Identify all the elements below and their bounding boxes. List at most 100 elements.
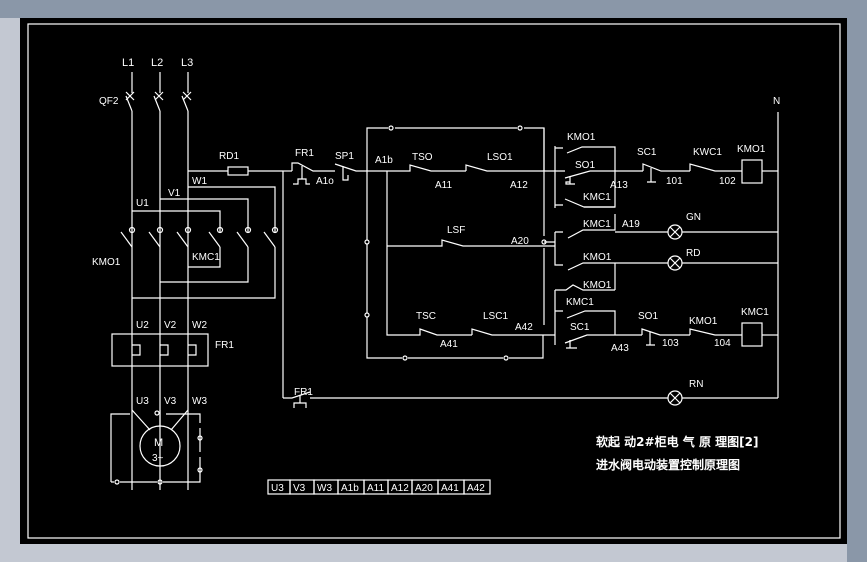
terminal-label: A41	[441, 483, 459, 494]
kmc1-gn-contact	[567, 214, 616, 239]
contactor-label: KMC1	[192, 252, 220, 263]
coil-kmo1	[741, 159, 763, 184]
kmo1-rd-contact	[567, 262, 668, 271]
node-label: U2	[136, 320, 149, 331]
sc1-label: SC1	[637, 147, 657, 158]
coil-kmc1	[741, 322, 763, 347]
lsc1-contact	[471, 328, 555, 336]
kmo1-rd-label: KMO1	[583, 252, 612, 263]
node-label: A11	[435, 180, 452, 191]
terminal-label: A1b	[341, 483, 359, 494]
contactor-label: KMO1	[92, 257, 121, 268]
lso1-contact	[465, 164, 555, 172]
title-line-1: 软起 动2#柜电 气 原 理图[2]	[596, 434, 758, 449]
kmc1-interlock-label: KWC1	[693, 147, 722, 158]
node-label: U3	[136, 396, 149, 407]
terminal-label: A20	[415, 483, 433, 494]
motor-phase-label: 3~	[152, 453, 164, 464]
so1-label: SO1	[575, 160, 595, 171]
tso-contact	[400, 164, 466, 172]
terminal-label: U3	[271, 483, 284, 494]
kmo1-nc-contact	[554, 284, 615, 345]
kmo1-interlock-label: KMO1	[689, 316, 718, 327]
thermal-element	[132, 344, 197, 356]
fuse-rd1-symbol	[227, 166, 249, 176]
phase-wire	[131, 111, 189, 490]
sp1-label: SP1	[335, 151, 354, 162]
schematic: L1 L2 L3 QF2 RD1 W1 V1 U1	[27, 23, 841, 539]
coil-kmc1-label: KMC1	[741, 307, 769, 318]
so1-b-contact	[641, 328, 690, 336]
bypass-wire	[366, 171, 544, 359]
bypass-wire	[366, 127, 545, 171]
node-label: V2	[164, 320, 177, 331]
kmo1-nc-label: KMO1	[583, 280, 612, 291]
kmc1-gn-label: KMC1	[583, 219, 611, 230]
node-label: 104	[714, 338, 731, 349]
terminal-label: W3	[317, 483, 332, 494]
tso-label: TSO	[412, 152, 433, 163]
lso1-label: LSO1	[487, 152, 513, 163]
coil-kmo1-label: KMO1	[737, 144, 766, 155]
kmo1-hold-contact	[566, 146, 616, 171]
tsc-label: TSC	[416, 311, 436, 322]
drawing-frame	[27, 23, 841, 539]
neutral-label: N	[773, 96, 780, 107]
lsc1-label: LSC1	[483, 311, 508, 322]
v1-branch	[160, 198, 249, 233]
node-label: A1b	[375, 155, 393, 166]
fr1-b-label: FR1	[294, 387, 313, 398]
phase-label: L2	[151, 57, 163, 69]
node-label: V1	[168, 188, 181, 199]
title-line-2: 进水阀电动装置控制原理图	[596, 457, 740, 472]
node-label: A12	[510, 180, 528, 191]
kmo1-hold-label: KMO1	[567, 132, 596, 143]
terminal-label: V3	[293, 483, 306, 494]
tsc-contact	[413, 328, 472, 336]
window-top-bar	[0, 0, 867, 18]
node-label: A41	[440, 339, 458, 350]
thermal-relay-fr1-box	[111, 333, 209, 367]
node-label: 102	[719, 176, 736, 187]
motor: M 3~	[110, 409, 203, 485]
thermal-relay-label: FR1	[215, 340, 234, 351]
fr1-label: FR1	[295, 148, 314, 159]
node-label: U1	[136, 198, 149, 209]
contactor-contacts	[120, 226, 279, 248]
kmc1-aux-label: KMC1	[583, 192, 611, 203]
kmc1-hold-contact	[555, 310, 616, 335]
node-label: W3	[192, 396, 207, 407]
so1-b-label: SO1	[638, 311, 658, 322]
drawing-canvas[interactable]: L1 L2 L3 QF2 RD1 W1 V1 U1	[20, 18, 847, 544]
terminal-cell	[463, 479, 491, 495]
kmc1-interlock-contact	[689, 163, 742, 172]
terminal-label: A11	[367, 483, 384, 494]
sc1-b-contact	[564, 334, 642, 344]
node-label: A19	[622, 219, 640, 230]
breaker-label: QF2	[99, 96, 119, 107]
motor-symbol	[139, 425, 181, 467]
window-right-bar	[847, 0, 867, 562]
control-circuit: FR1 A1o SP1 A1b TSO A11 LSO1 A12 LSF A20…	[283, 96, 780, 408]
lamp-gn-label: GN	[686, 212, 701, 223]
phase-label: L1	[122, 57, 134, 69]
fr1-nc-contact	[291, 162, 335, 172]
w1-branch	[188, 186, 276, 233]
lamp-rn-label: RN	[689, 379, 703, 390]
terminal-label: A12	[391, 483, 409, 494]
node-label: 101	[666, 176, 683, 187]
sc1-b-label: SC1	[570, 322, 590, 333]
fuse-label: RD1	[219, 151, 239, 162]
power-circuit: L1 L2 L3 QF2 RD1 W1 V1 U1	[92, 57, 284, 490]
node-label: A13	[610, 180, 628, 191]
so1-contact	[564, 170, 643, 179]
node-label: W1	[192, 176, 207, 187]
breaker-qf2-symbol	[125, 91, 192, 112]
reversing-wire	[132, 247, 276, 299]
motor-leads	[131, 409, 189, 431]
node-label: V3	[164, 396, 177, 407]
kmc1-hold-label: KMC1	[566, 297, 594, 308]
phase-label: L3	[181, 57, 193, 69]
node-label: A42	[515, 322, 533, 333]
